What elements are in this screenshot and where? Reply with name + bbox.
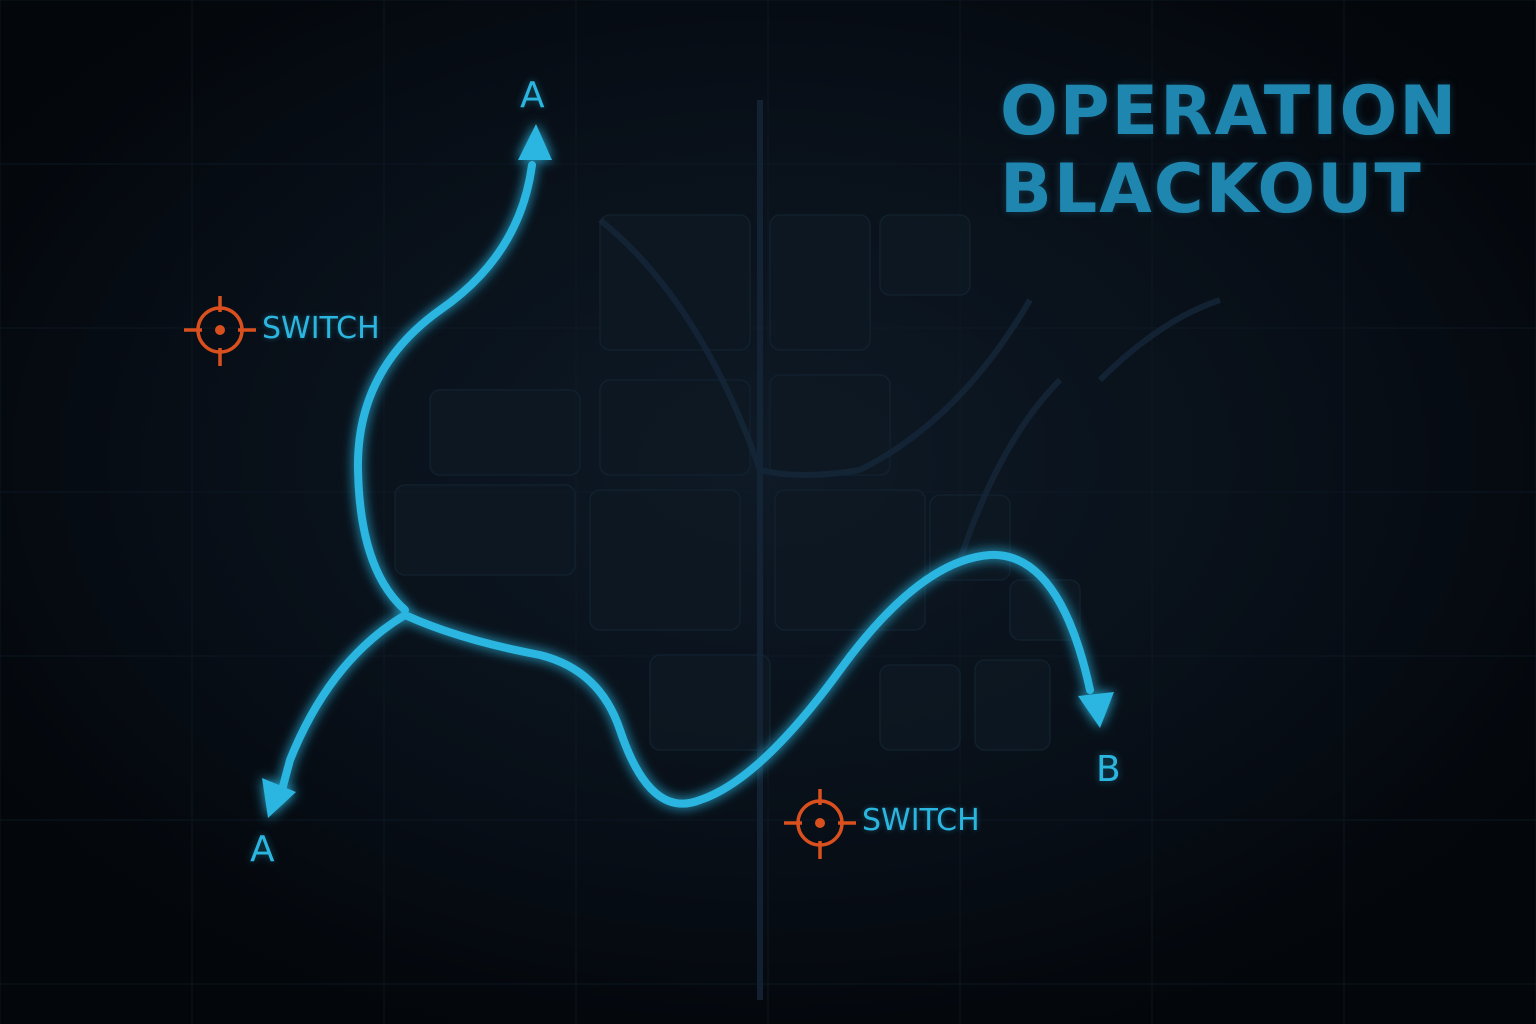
label-start-top: A (520, 75, 545, 116)
route-layer (278, 161, 1094, 808)
switch-label-1: SWITCH (262, 311, 380, 346)
arrow-down-icon (1078, 692, 1114, 728)
crosshair-icon (184, 296, 256, 366)
route-to-top-a (353, 161, 536, 614)
switch-label-2: SWITCH (862, 803, 980, 838)
title-line-2: BLACKOUT (1000, 150, 1423, 229)
route-arrows (262, 124, 1114, 818)
label-destination: B (1096, 749, 1121, 790)
route-to-b (401, 550, 1094, 808)
city-blocks (394, 214, 1081, 751)
route-to-bottom-a (278, 611, 409, 794)
crosshair-icon (784, 789, 856, 859)
label-start-bottom: A (250, 829, 275, 870)
title-line-1: OPERATION (1000, 72, 1459, 151)
arrow-down-left-icon (262, 778, 296, 818)
arrow-up-icon (518, 124, 552, 160)
roads (598, 100, 1221, 1000)
